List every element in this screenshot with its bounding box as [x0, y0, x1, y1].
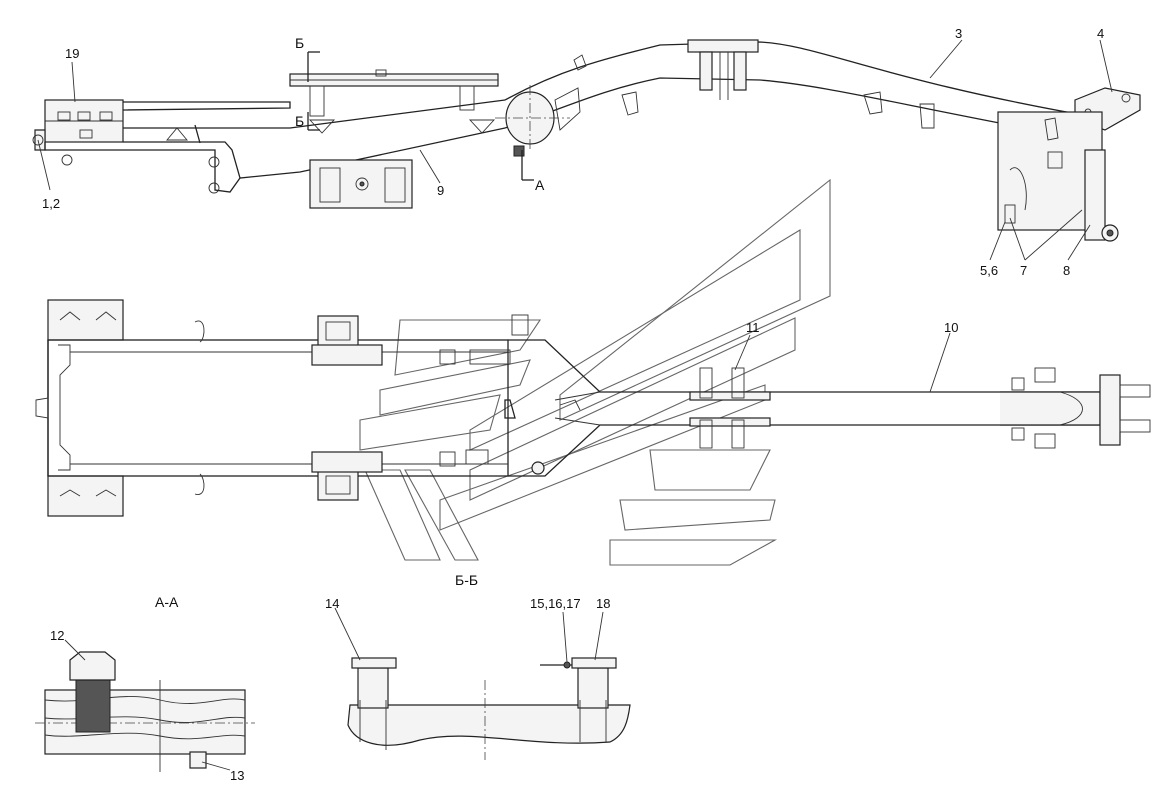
callout-3: 3: [955, 26, 962, 41]
plan-view-frame: [35, 299, 1151, 517]
section-b-b-detail: [347, 657, 631, 760]
callout-18: 18: [596, 596, 610, 611]
section-title-b-b: Б-Б: [455, 572, 478, 588]
callout-8: 8: [1063, 263, 1070, 278]
section-mark-b-top: Б: [295, 35, 304, 51]
section-labels: Б Б А Б-Б А-А: [155, 35, 545, 610]
leader-lines: [37, 39, 1113, 771]
watermark-logo: [359, 178, 831, 566]
callout-labels: 19 1,2 3 4 9 5,6 7 8 10 11 12 13 14 15,1…: [42, 26, 1104, 783]
section-markers: [307, 51, 534, 181]
section-title-a-a: А-А: [155, 594, 179, 610]
callout-1-2: 1,2: [42, 196, 60, 211]
section-mark-b-bottom: Б: [295, 113, 304, 129]
callout-7: 7: [1020, 263, 1027, 278]
callout-10: 10: [944, 320, 958, 335]
callout-9: 9: [437, 183, 444, 198]
callout-4: 4: [1097, 26, 1104, 41]
callout-14: 14: [325, 596, 339, 611]
callout-5-6: 5,6: [980, 263, 998, 278]
section-mark-a: А: [535, 177, 545, 193]
callout-11: 11: [746, 320, 760, 335]
callout-15-16-17: 15,16,17: [530, 596, 581, 611]
callout-19: 19: [65, 46, 79, 61]
side-view-frame: [32, 39, 1141, 242]
callout-13: 13: [230, 768, 244, 783]
callout-12: 12: [50, 628, 64, 643]
section-a-a-detail: [35, 651, 255, 772]
